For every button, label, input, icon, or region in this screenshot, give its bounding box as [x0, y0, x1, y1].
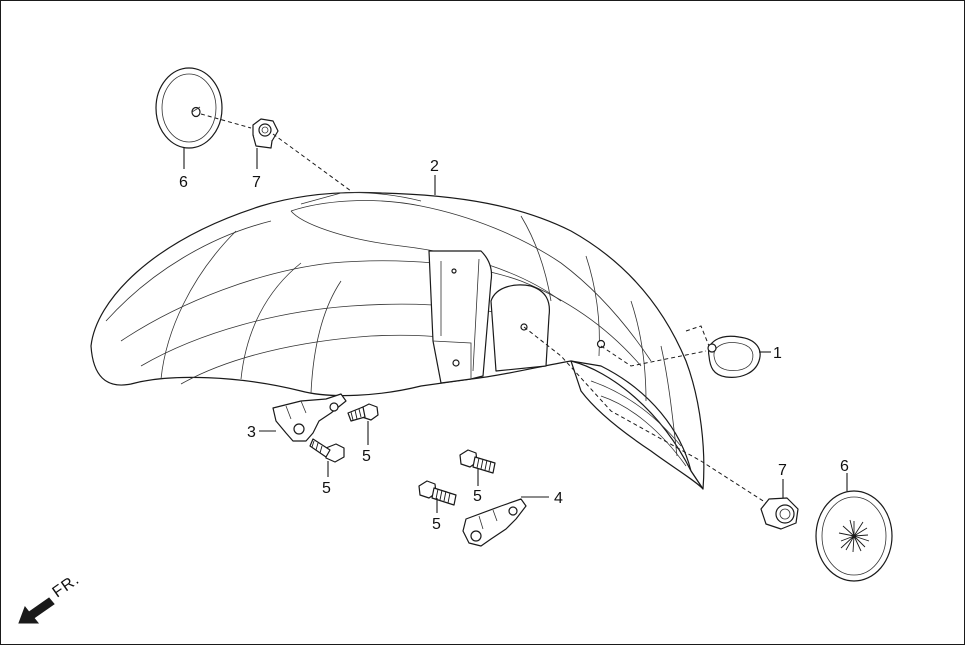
callout-7-lower: 7	[778, 462, 787, 479]
bolt-upper-right	[459, 449, 496, 474]
front-direction-indicator: FR.	[18, 571, 83, 624]
front-direction-arrow-icon	[18, 597, 55, 624]
callout-7-upper: 7	[252, 174, 261, 191]
callout-4: 4	[554, 490, 563, 507]
front-fender	[90, 191, 705, 490]
front-direction-label: FR.	[50, 571, 83, 601]
callout-5-c: 5	[473, 488, 482, 505]
callout-2: 2	[430, 158, 439, 175]
flange-nut-upper	[252, 118, 279, 149]
bolt-lower-left	[309, 438, 345, 463]
flange-nut-lower	[760, 497, 799, 530]
bolt-upper-left	[347, 403, 379, 422]
fender-bracket-left	[272, 393, 347, 442]
rubber-grommet	[707, 335, 761, 378]
reflector-cap-upper	[155, 67, 223, 149]
reflector-cap-lower	[815, 490, 893, 582]
callout-6-lower: 6	[840, 458, 849, 475]
callout-1: 1	[773, 345, 782, 362]
callout-3: 3	[247, 424, 256, 441]
callout-5-b: 5	[322, 480, 331, 497]
callout-5-d: 5	[432, 516, 441, 533]
leader-lines	[183, 148, 848, 513]
callout-5-a: 5	[362, 448, 371, 465]
callout-6-upper: 6	[179, 174, 188, 191]
bolt-lower-right	[418, 480, 457, 506]
fender-bracket-right	[462, 498, 527, 547]
